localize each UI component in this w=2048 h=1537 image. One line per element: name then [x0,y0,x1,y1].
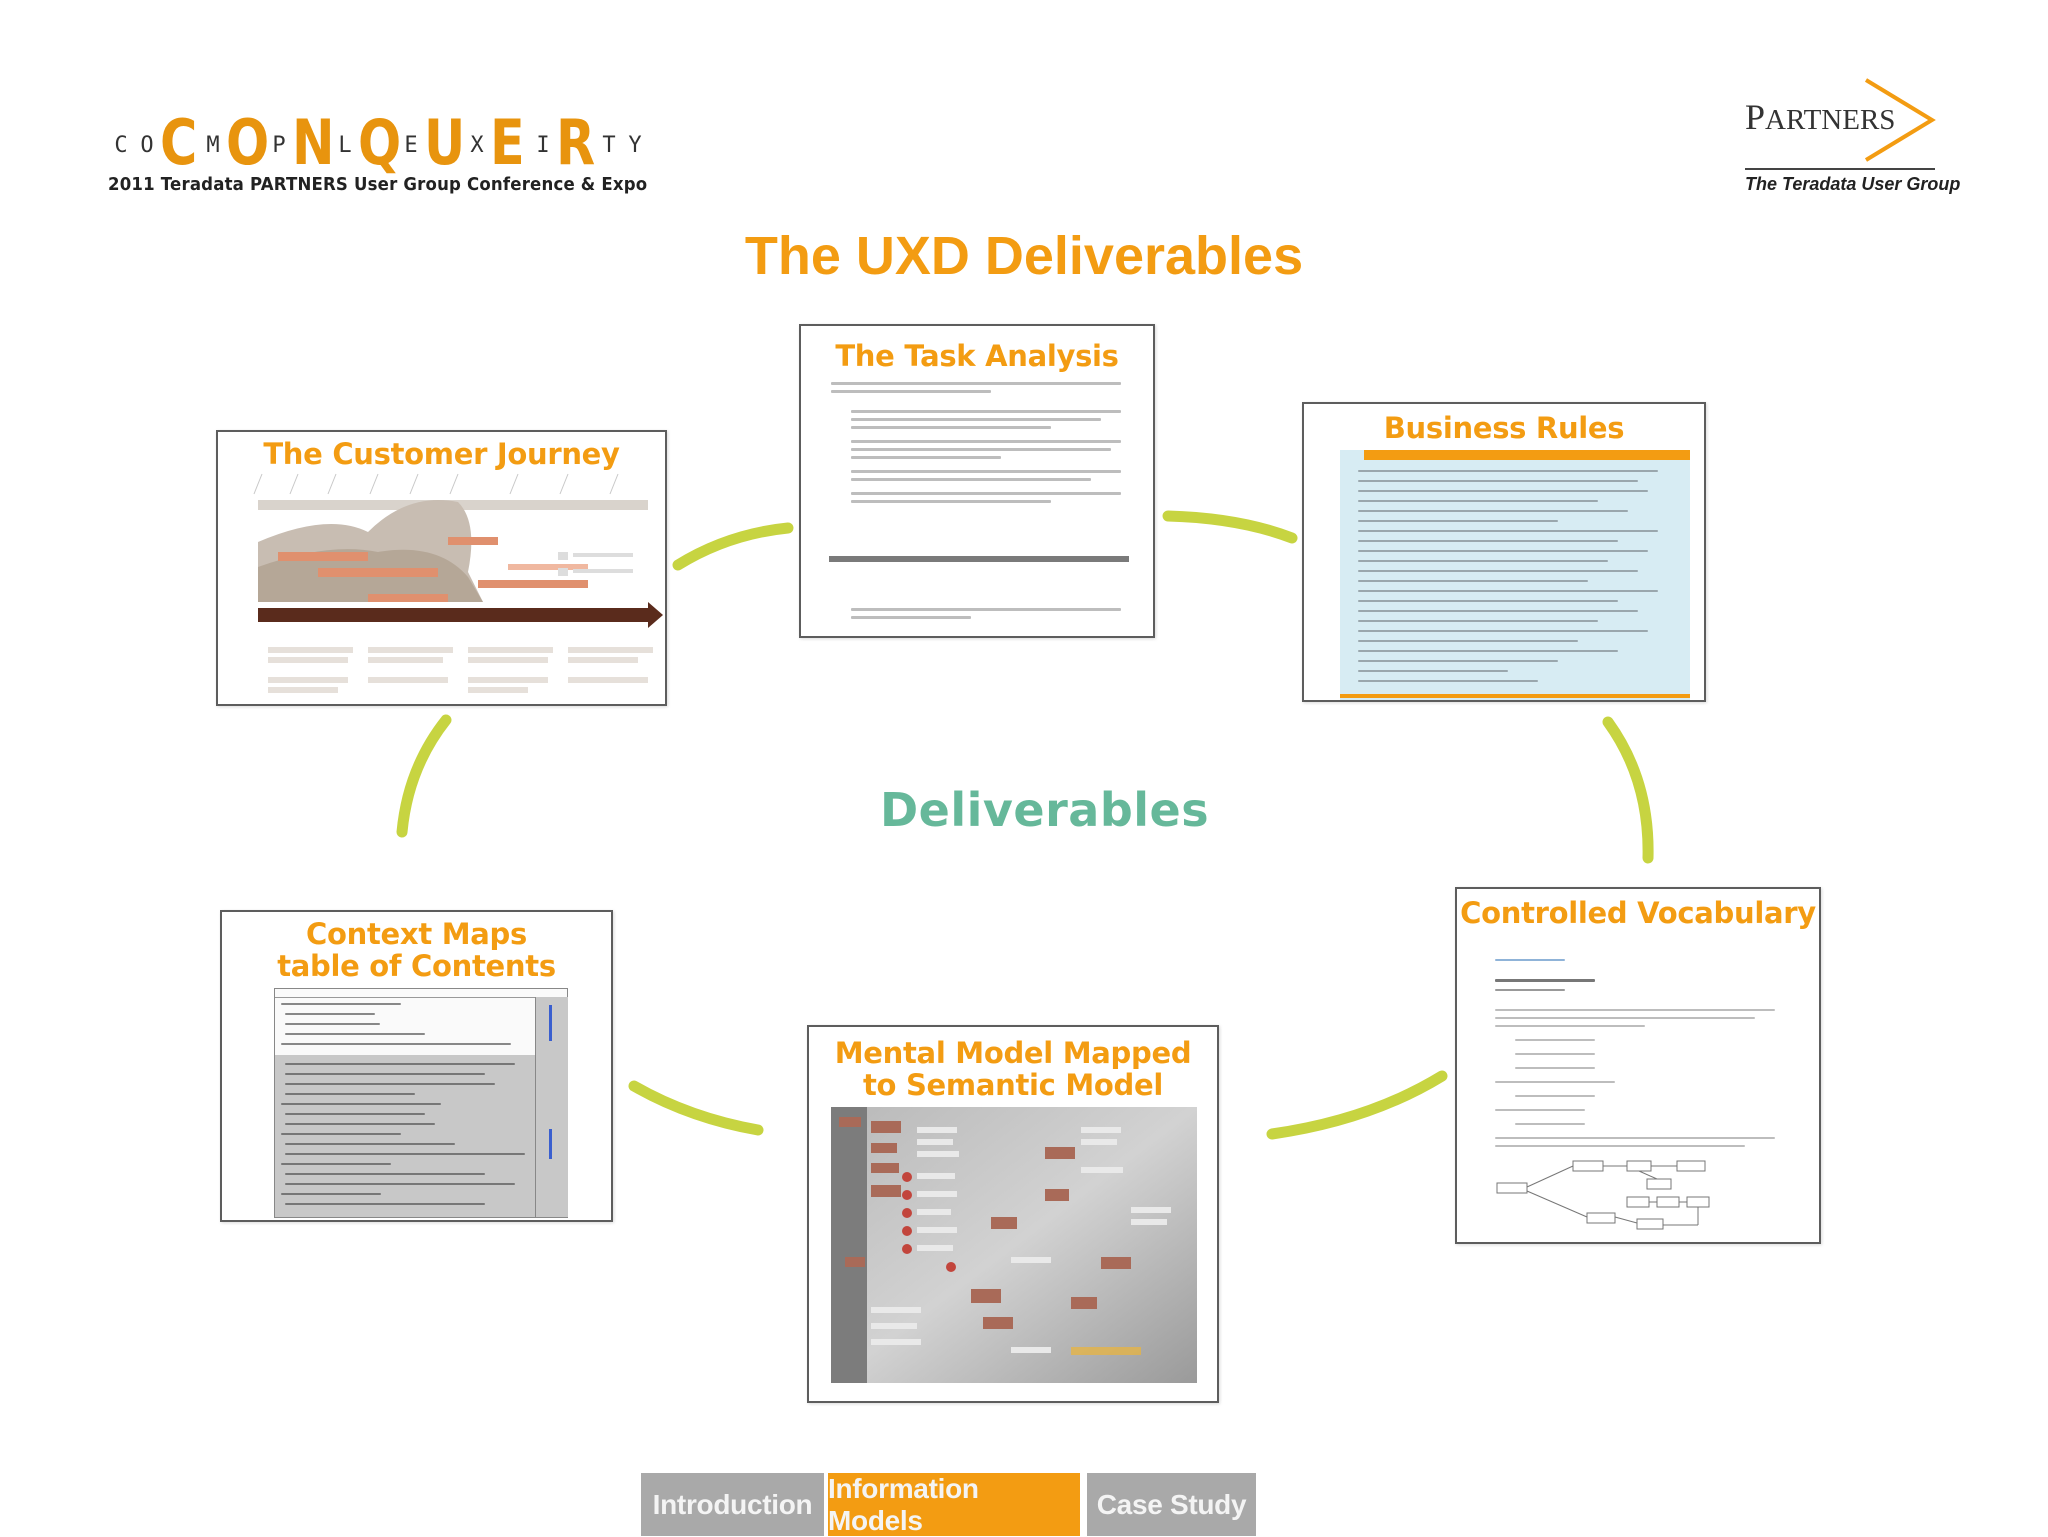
nav-tab-case-study[interactable]: Case Study [1087,1473,1256,1536]
partners-chevron-icon [1864,78,1936,162]
task-analysis-divider [829,556,1129,562]
arc-task-to-rules [1162,510,1298,544]
mental-model-title-line2: to Semantic Model [862,1068,1163,1102]
business-rules-sheet [1340,450,1690,700]
vocabulary-flow-diagram [1496,1160,1710,1230]
arc-context-to-journey [396,714,452,838]
photo-datestamp [1071,1347,1141,1355]
customer-journey-title: The Customer Journey [263,437,620,471]
conference-logo-letter: X [470,133,484,158]
partners-subtitle: The Teradata User Group [1745,174,1961,194]
mental-model-photo [831,1107,1197,1383]
context-maps-card[interactable]: Context Maps table of Contents [220,910,613,1222]
conference-logo-letter: T [602,133,616,158]
conference-logo-letter: E [490,106,525,179]
conference-logo-letter: C [160,106,197,179]
task-analysis-card[interactable]: The Task Analysis [799,324,1155,638]
arc-mental-to-context [628,1080,764,1136]
nav-tab-information-models[interactable]: Information Models [828,1473,1080,1536]
slide-title: The UXD Deliverables [744,226,1304,286]
mental-model-title-line1: Mental Model Mapped [834,1036,1192,1070]
nav-tab-introduction[interactable]: Introduction [641,1473,824,1536]
arc-journey-to-task [672,522,794,571]
arc-rules-to-vocabulary [1602,716,1654,864]
partners-logo: PARTNERS [1745,97,1896,137]
business-rules-header-bar [1364,450,1690,460]
partners-rule [1745,168,1935,170]
controlled-vocabulary-title: Controlled Vocabulary [1460,896,1816,930]
context-maps-title-line1: Context Maps [306,917,527,951]
conference-logo-letter: L [338,133,352,158]
conference-tagline: 2011 Teradata PARTNERS User Group Confer… [108,174,648,195]
business-rules-title: Business Rules [1383,411,1625,445]
customer-journey-diagram [253,473,663,693]
context-maps-title-line2: table of Contents [277,949,556,983]
conference-logo-letter: C [114,133,128,158]
context-maps-table [274,988,568,1218]
conference-logo-letter: E [404,133,418,158]
conference-logo-letter: R [556,106,595,179]
conference-logo-letter: Y [628,133,642,158]
deliverables-center-label: Deliverables [880,783,1210,837]
arc-vocabulary-to-mental [1266,1070,1448,1140]
business-rules-card[interactable]: Business Rules [1302,402,1706,702]
task-analysis-title: The Task Analysis [835,339,1119,373]
mental-model-card[interactable]: Mental Model Mapped to Semantic Model [807,1025,1219,1403]
conference-logo-letter: M [206,133,220,158]
customer-journey-card[interactable]: The Customer Journey [216,430,667,706]
conference-logo-letter: P [272,133,286,158]
controlled-vocabulary-card[interactable]: Controlled Vocabulary [1455,887,1821,1244]
conference-logo-letter: O [140,133,154,158]
conference-logo-letter: I [536,133,550,158]
